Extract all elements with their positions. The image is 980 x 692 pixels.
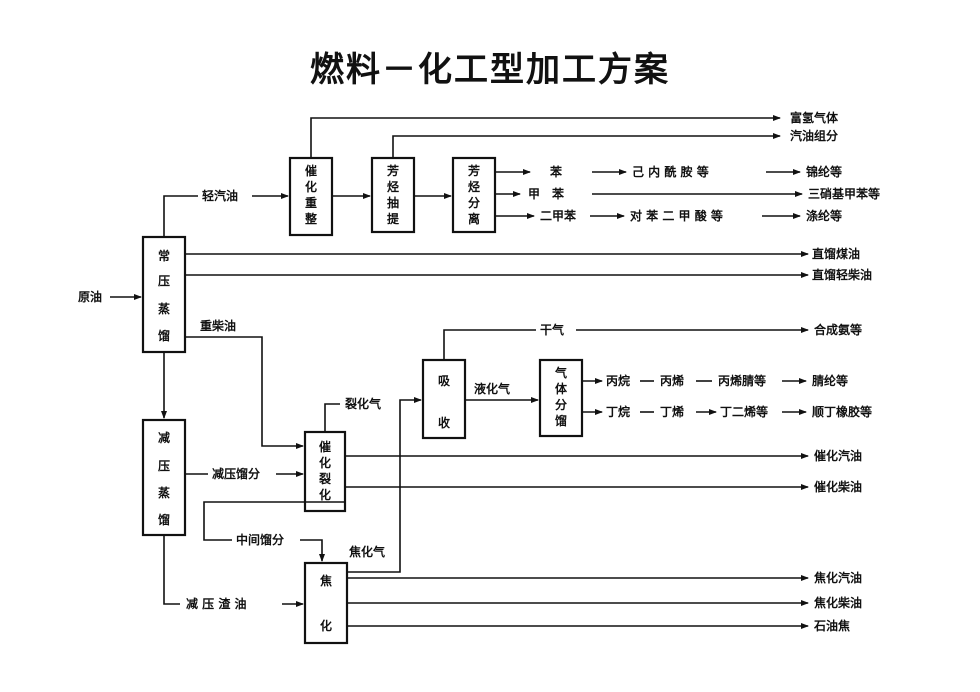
pta-label: 对 苯 二 甲 酸 等 — [630, 208, 723, 223]
vacuum-residue-label: 减 压 渣 油 — [186, 596, 247, 611]
svg-text:抽: 抽 — [387, 195, 399, 210]
product-br-rubber: 顺丁橡胶等 — [812, 404, 872, 419]
butene-label: 丁烯 — [660, 404, 684, 419]
unit-vacuum-distillation: 减 压 蒸 馏 — [141, 418, 187, 537]
caprolactam-label: 己 内 酰 胺 等 — [632, 164, 709, 179]
svg-text:吸: 吸 — [438, 374, 451, 388]
light-naphtha-label: 轻汽油 — [202, 188, 238, 203]
svg-text:催: 催 — [305, 163, 317, 178]
svg-text:分: 分 — [555, 397, 567, 412]
svg-text:常: 常 — [158, 248, 170, 263]
svg-text:气: 气 — [554, 365, 567, 380]
unit-catalytic-reforming: 催 化 重 整 — [288, 156, 334, 237]
vacuum-residue-line — [163, 535, 180, 605]
unit-aromatics-separation: 芳 烃 分 离 — [451, 156, 497, 234]
svg-text:离: 离 — [468, 211, 480, 226]
benzene-label: 苯 — [549, 164, 563, 179]
heavy-diesel-label: 重柴油 — [200, 318, 236, 333]
svg-text:裂: 裂 — [318, 471, 331, 486]
svg-text:芳: 芳 — [468, 163, 480, 178]
svg-text:化: 化 — [319, 455, 331, 470]
svg-text:化: 化 — [319, 487, 331, 502]
svg-text:重: 重 — [305, 195, 317, 210]
svg-text:整: 整 — [304, 211, 317, 226]
product-coker-diesel: 焦化柴油 — [813, 595, 862, 610]
product-sr-light-diesel: 直馏轻柴油 — [812, 267, 872, 282]
product-fcc-diesel: 催化柴油 — [814, 479, 862, 494]
unit-catalytic-cracking: 催 化 裂 化 — [303, 430, 347, 513]
svg-text:焦: 焦 — [319, 573, 332, 588]
middle-distillate-line — [203, 494, 346, 541]
dry-gas-line — [443, 329, 536, 360]
product-nylon: 锦纶等 — [806, 164, 842, 179]
coker-gas-label: 焦化气 — [348, 544, 385, 559]
svg-text:馏: 馏 — [158, 512, 170, 527]
butadiene-label: 丁二烯等 — [720, 404, 768, 419]
svg-text:蒸: 蒸 — [158, 485, 170, 500]
product-petroleum-coke: 石油焦 — [813, 618, 850, 633]
product-fcc-gasoline: 催化汽油 — [814, 448, 862, 463]
product-polyester: 涤纶等 — [806, 208, 842, 223]
product-gasoline-component: 汽油组分 — [790, 128, 838, 143]
feed-crude-oil-label: 原油 — [78, 289, 102, 304]
xylene-label: 二甲苯 — [540, 208, 577, 223]
dry-gas-label: 干气 — [540, 322, 564, 337]
propane-label: 丙烷 — [606, 373, 630, 388]
svg-text:收: 收 — [438, 415, 450, 430]
hydrogen-line — [310, 115, 781, 158]
product-coker-gasoline: 焦化汽油 — [813, 570, 862, 585]
unit-absorption: 吸 收 — [421, 358, 467, 440]
page-title: 燃料－化工型加工方案 — [310, 50, 670, 90]
vacuum-distillate-label: 减压馏分 — [212, 466, 260, 481]
svg-text:烃: 烃 — [387, 179, 399, 194]
product-hydrogen-gas: 富氢气体 — [790, 110, 839, 125]
heavy-diesel-line — [185, 336, 304, 449]
svg-text:催: 催 — [319, 439, 331, 454]
acrylonitrile-label: 丙烯腈等 — [718, 373, 766, 388]
unit-atmospheric-distillation: 常 压 蒸 馏 — [141, 235, 187, 354]
svg-text:压: 压 — [158, 274, 170, 288]
gasoline-component-line — [392, 133, 781, 158]
light-naphtha-line — [163, 195, 198, 237]
svg-text:蒸: 蒸 — [158, 301, 170, 316]
toluene-label: 甲 苯 — [528, 186, 565, 201]
cracked-gas-label: 裂化气 — [344, 396, 381, 411]
gas-to-absorber-line — [347, 397, 422, 573]
product-sr-kerosene: 直馏煤油 — [812, 246, 860, 261]
propylene-label: 丙烯 — [660, 373, 684, 388]
svg-text:分: 分 — [468, 195, 480, 210]
svg-text:减: 减 — [158, 430, 170, 445]
unit-gas-fractionation: 气 体 分 馏 — [538, 358, 584, 438]
product-acrylic: 腈纶等 — [812, 373, 848, 388]
svg-text:烃: 烃 — [468, 179, 480, 194]
svg-text:提: 提 — [387, 211, 400, 226]
svg-text:芳: 芳 — [387, 163, 399, 178]
cracked-gas-line — [324, 403, 340, 432]
butane-label: 丁烷 — [606, 404, 630, 419]
liquefied-gas-label: 液化气 — [474, 381, 510, 396]
svg-text:化: 化 — [305, 179, 317, 194]
unit-aromatics-extraction: 芳 烃 抽 提 — [370, 156, 416, 234]
middle-distillate-label: 中间馏分 — [236, 532, 284, 547]
svg-text:体: 体 — [555, 381, 568, 396]
svg-text:馏: 馏 — [555, 413, 567, 428]
svg-text:压: 压 — [158, 459, 170, 473]
unit-coking: 焦 化 — [303, 561, 349, 645]
svg-text:化: 化 — [320, 618, 332, 633]
svg-text:馏: 馏 — [158, 328, 170, 343]
product-ammonia: 合成氨等 — [814, 322, 862, 337]
product-tnt: 三硝基甲苯等 — [808, 186, 880, 201]
